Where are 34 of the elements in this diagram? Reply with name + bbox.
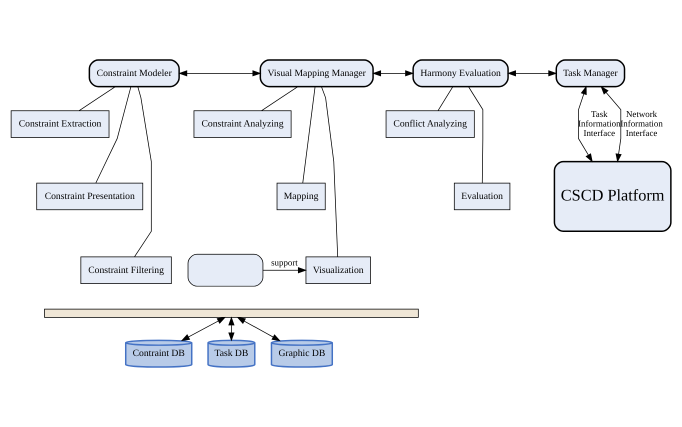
connector <box>302 86 316 184</box>
connector <box>78 86 116 112</box>
node-box: Evaluation <box>454 182 510 210</box>
connector <box>321 86 338 258</box>
node-box: Task Manager <box>556 59 626 88</box>
connector <box>261 86 298 112</box>
arrow <box>180 316 226 342</box>
arrow <box>236 316 281 342</box>
node-box: Visualization <box>306 256 371 284</box>
node-box: CSCD Platform <box>554 160 672 232</box>
node-box: Constraint Extraction <box>10 110 110 138</box>
node-box: Harmony Evaluation <box>412 59 509 88</box>
arrow <box>578 86 593 162</box>
node-box: Mapping <box>276 182 326 210</box>
node-box: Constraint Modeler <box>88 59 180 88</box>
connector <box>134 86 152 258</box>
arrow <box>178 70 262 76</box>
edge-label: Network Information Interface <box>620 108 663 138</box>
node-box: Visual Mapping Manager <box>260 59 374 88</box>
arrow <box>262 267 307 274</box>
node-bar <box>44 308 419 318</box>
connector <box>95 86 132 184</box>
node-box <box>188 254 264 287</box>
node-box: Constraint Analyzing <box>194 110 292 138</box>
connector <box>438 86 454 111</box>
arrow <box>372 70 414 76</box>
connector <box>468 86 484 184</box>
node-box: Constraint Filtering <box>80 256 172 284</box>
node-box: Constraint Presentation <box>36 182 144 210</box>
arrow <box>228 316 235 342</box>
edge-label: support <box>271 257 298 268</box>
node-box: Conflict Analyzing <box>386 110 475 138</box>
arrow <box>600 86 622 163</box>
arrow <box>507 70 558 76</box>
